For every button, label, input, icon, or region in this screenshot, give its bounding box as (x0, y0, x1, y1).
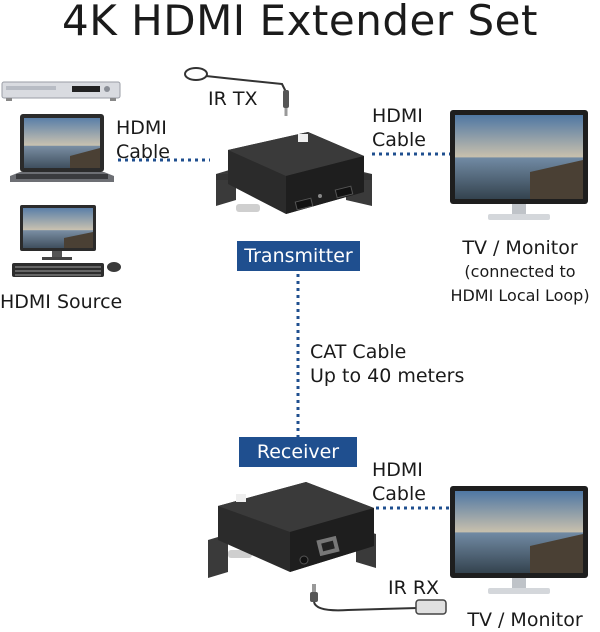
source-to-transmitter-cable (118, 158, 210, 162)
tv-local-note-line2: HDMI Local Loop) (450, 286, 590, 305)
desktop-computer-icon (12, 205, 121, 277)
laptop-icon (10, 114, 114, 182)
cat-cable-label: CAT Cable Up to 40 meters (310, 340, 464, 388)
receiver-output-cable-label: HDMI Cable (372, 458, 426, 506)
page-title: 4K HDMI Extender Set (62, 0, 538, 45)
ir-rx-label: IR RX (388, 577, 440, 599)
tv-monitor-local-icon (450, 110, 588, 220)
receiver-to-tv-cable (376, 506, 452, 510)
receiver-device-icon (208, 482, 376, 578)
dvd-player-icon (1, 81, 121, 101)
ir-tx-label: IR TX (208, 88, 258, 110)
tv-local-text: TV / Monitor (connected to HDMI Local Lo… (440, 236, 600, 308)
ir-tx-cable (184, 67, 289, 116)
transmitter-to-tv-cable (372, 152, 450, 156)
receiver-output-cable-line2: Cable (372, 483, 426, 505)
receiver-output-cable-line1: HDMI (372, 459, 423, 481)
cat-cable-line1: CAT Cable (310, 341, 407, 363)
cat-cable-line2: Up to 40 meters (310, 365, 465, 387)
transmitter-output-cable-label: HDMI Cable (372, 104, 426, 152)
source-cable-label: HDMI Cable (116, 116, 170, 164)
source-cable-label-line1: HDMI (116, 117, 167, 139)
transmitter-badge: Transmitter (237, 241, 360, 271)
cat-cable-dotted-line (296, 274, 300, 438)
tv-monitor-remote-icon (450, 486, 588, 594)
tv-local-label: TV / Monitor (462, 237, 578, 259)
transmitter-output-cable-line2: Cable (372, 129, 426, 151)
hdmi-source-label: HDMI Source (0, 291, 123, 313)
source-cable-label-line2: Cable (116, 141, 170, 163)
receiver-badge: Receiver (239, 437, 357, 467)
transmitter-output-cable-line1: HDMI (372, 105, 423, 127)
tv-local-note-line1: (connected to (464, 262, 576, 281)
tv-remote-label: TV / Monitor (467, 609, 583, 631)
ir-rx-cable (310, 584, 447, 615)
transmitter-device-icon (216, 132, 372, 214)
